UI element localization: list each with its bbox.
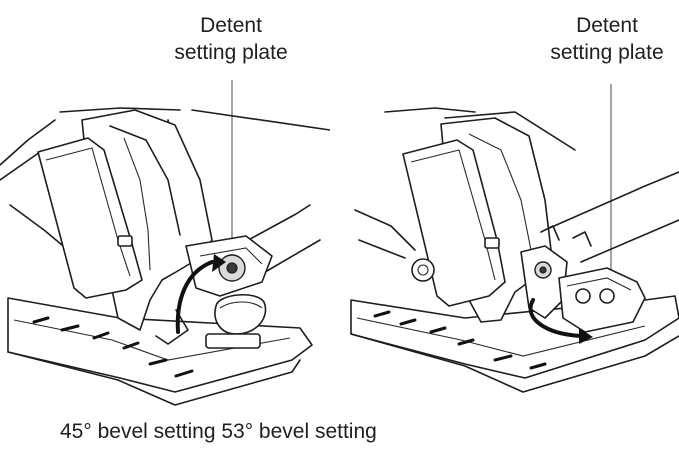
base-plate (7, 297, 313, 406)
callout-left-line1: Detent (200, 14, 262, 37)
illustration-45-bevel (0, 80, 330, 406)
handle-panel (37, 137, 143, 299)
caption: 45° bevel setting 53° bevel setting (60, 420, 377, 443)
curved-arrow-icon (528, 298, 593, 344)
callout-label-left: Detent setting plate (150, 12, 312, 66)
callout-left-line2: setting plate (174, 41, 288, 64)
curved-arrow-icon (175, 254, 226, 334)
callout-label-right: Detent setting plate (532, 12, 679, 66)
illustration-53-bevel (350, 84, 679, 393)
callout-right-line1: Detent (576, 14, 638, 37)
callout-right-line2: setting plate (550, 41, 664, 64)
handle-panel (402, 139, 506, 307)
detent-setting-plate (155, 235, 273, 349)
